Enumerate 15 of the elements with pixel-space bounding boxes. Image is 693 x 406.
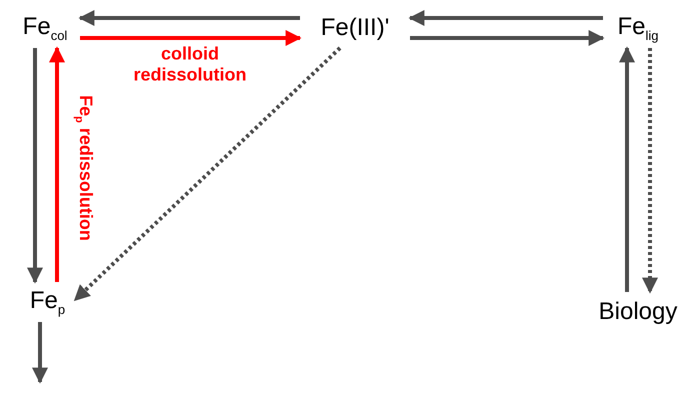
arrow [642,48,658,294]
arrow [619,46,635,292]
arrow [410,30,605,46]
node-label: Fe(III)' [320,14,390,42]
arrow [78,10,300,26]
arrow [408,10,603,26]
node-label: Fe$_{p}$ [30,287,66,317]
node-label: Fe$_{lig}$ [617,13,659,43]
node-label: Biology [598,298,678,326]
arrow [74,46,342,302]
arrow [80,30,302,46]
node-label: Fe$_{col}$ [22,13,68,43]
arrow [32,322,48,384]
arrow [27,48,43,284]
arrow [49,46,65,282]
